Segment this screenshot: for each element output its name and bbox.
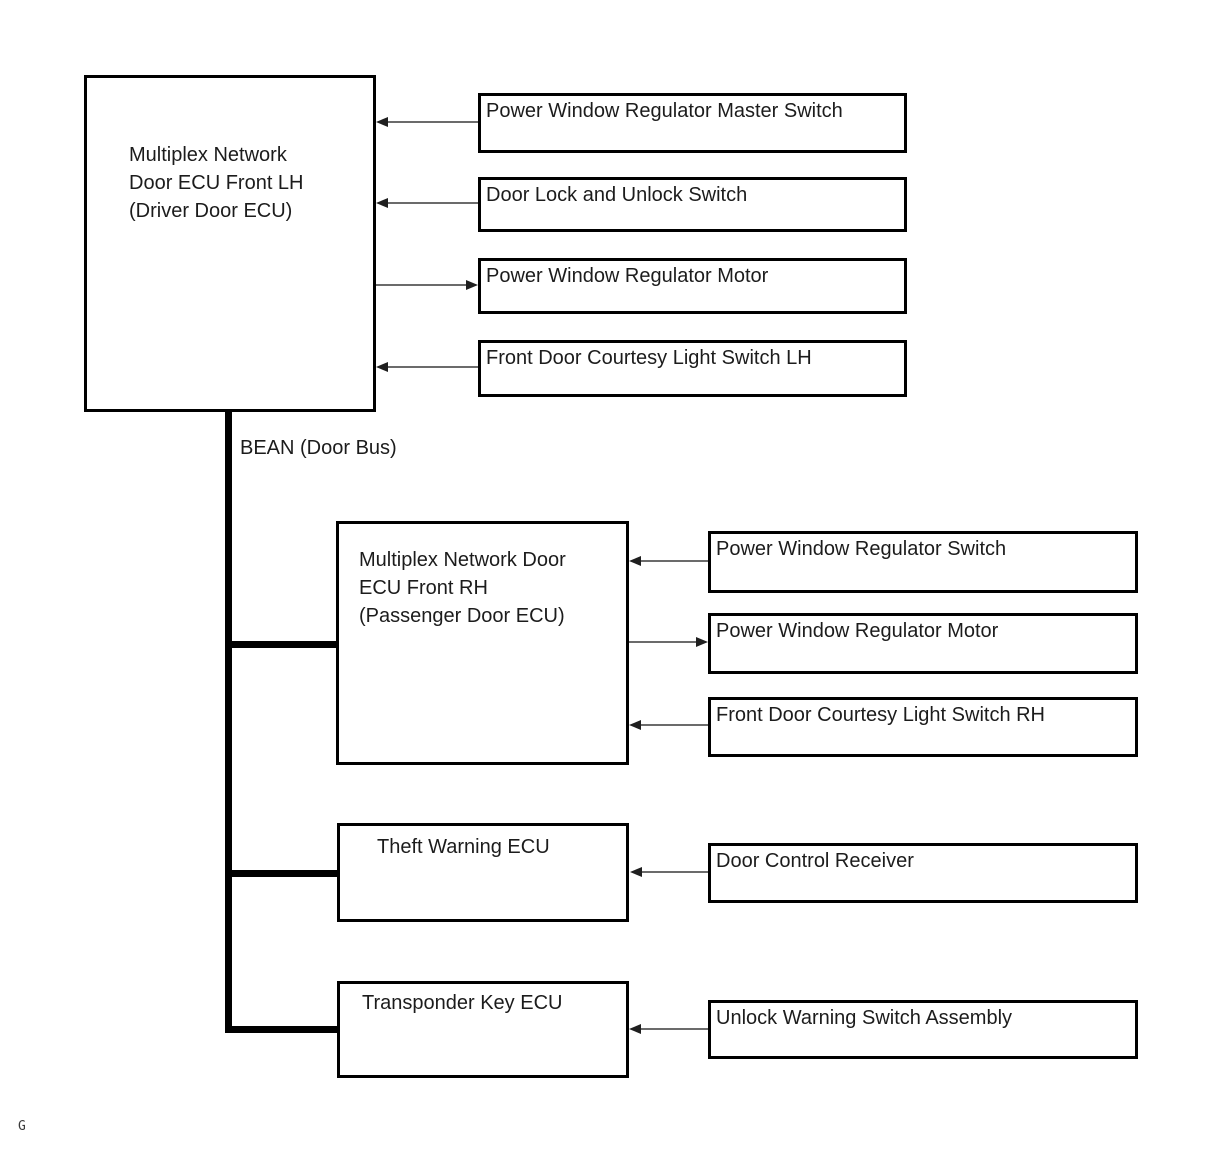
bean-bus-branch-passenger	[225, 641, 339, 648]
peripheral-label: Unlock Warning Switch Assembly	[716, 1007, 1013, 1029]
node-passenger-door-ecu: Multiplex Network Door ECU Front RH (Pas…	[336, 521, 629, 765]
node-power-window-regulator-motor-rh: Power Window Regulator Motor	[708, 613, 1138, 674]
peripheral-label: Power Window Regulator Switch	[716, 538, 1007, 560]
connector-line-regulator-switch	[638, 560, 708, 562]
arrow-right-icon	[696, 637, 708, 647]
arrow-left-icon	[376, 117, 388, 127]
connector-line-unlock-warning-switch	[638, 1028, 708, 1030]
bean-bus-branch-theft	[225, 870, 339, 877]
connector-line-door-lock-switch	[385, 202, 478, 204]
arrow-left-icon	[629, 720, 641, 730]
node-theft-warning-ecu: Theft Warning ECU	[337, 823, 629, 922]
connector-line-regulator-motor-rh	[629, 641, 699, 643]
peripheral-label: Power Window Regulator Motor	[486, 265, 769, 287]
peripheral-label: Front Door Courtesy Light Switch LH	[486, 347, 812, 369]
transponder-ecu-label: Transponder Key ECU	[362, 992, 563, 1014]
bean-bus-branch-transponder	[225, 1026, 339, 1033]
driver-ecu-label-line3: (Driver Door ECU)	[129, 200, 293, 222]
driver-ecu-label-line2: Door ECU Front LH	[129, 172, 304, 194]
connector-line-regulator-motor-lh	[376, 284, 469, 286]
peripheral-label: Door Lock and Unlock Switch	[486, 184, 748, 206]
bean-bus-label: BEAN (Door Bus)	[240, 437, 397, 459]
peripheral-label: Door Control Receiver	[716, 850, 914, 872]
node-door-control-receiver: Door Control Receiver	[708, 843, 1138, 903]
bean-bus-vertical-line	[225, 410, 232, 1033]
connector-line-door-control-receiver	[639, 871, 708, 873]
theft-ecu-label: Theft Warning ECU	[377, 836, 550, 858]
peripheral-label: Front Door Courtesy Light Switch RH	[716, 704, 1046, 726]
peripheral-label: Power Window Regulator Motor	[716, 620, 999, 642]
arrow-left-icon	[376, 362, 388, 372]
connector-line-courtesy-switch-lh	[385, 366, 478, 368]
node-front-door-courtesy-light-switch-lh: Front Door Courtesy Light Switch LH	[478, 340, 907, 397]
arrow-left-icon	[629, 556, 641, 566]
connector-line-master-switch	[385, 121, 478, 123]
arrow-right-icon	[466, 280, 478, 290]
node-door-lock-and-unlock-switch: Door Lock and Unlock Switch	[478, 177, 907, 232]
arrow-left-icon	[376, 198, 388, 208]
node-front-door-courtesy-light-switch-rh: Front Door Courtesy Light Switch RH	[708, 697, 1138, 757]
driver-ecu-label-line1: Multiplex Network	[129, 144, 287, 166]
node-driver-door-ecu: Multiplex Network Door ECU Front LH (Dri…	[84, 75, 376, 412]
arrow-left-icon	[630, 867, 642, 877]
node-power-window-regulator-motor-lh: Power Window Regulator Motor	[478, 258, 907, 314]
corner-mark: G	[18, 1119, 26, 1134]
passenger-ecu-label-line3: (Passenger Door ECU)	[359, 605, 565, 627]
node-transponder-key-ecu: Transponder Key ECU	[337, 981, 629, 1078]
arrow-left-icon	[629, 1024, 641, 1034]
node-power-window-regulator-switch: Power Window Regulator Switch	[708, 531, 1138, 593]
connector-line-courtesy-switch-rh	[638, 724, 708, 726]
passenger-ecu-label-line1: Multiplex Network Door	[359, 549, 566, 571]
node-power-window-regulator-master-switch: Power Window Regulator Master Switch	[478, 93, 907, 153]
peripheral-label: Power Window Regulator Master Switch	[486, 100, 843, 122]
passenger-ecu-label-line2: ECU Front RH	[359, 577, 488, 599]
node-unlock-warning-switch-assembly: Unlock Warning Switch Assembly	[708, 1000, 1138, 1059]
